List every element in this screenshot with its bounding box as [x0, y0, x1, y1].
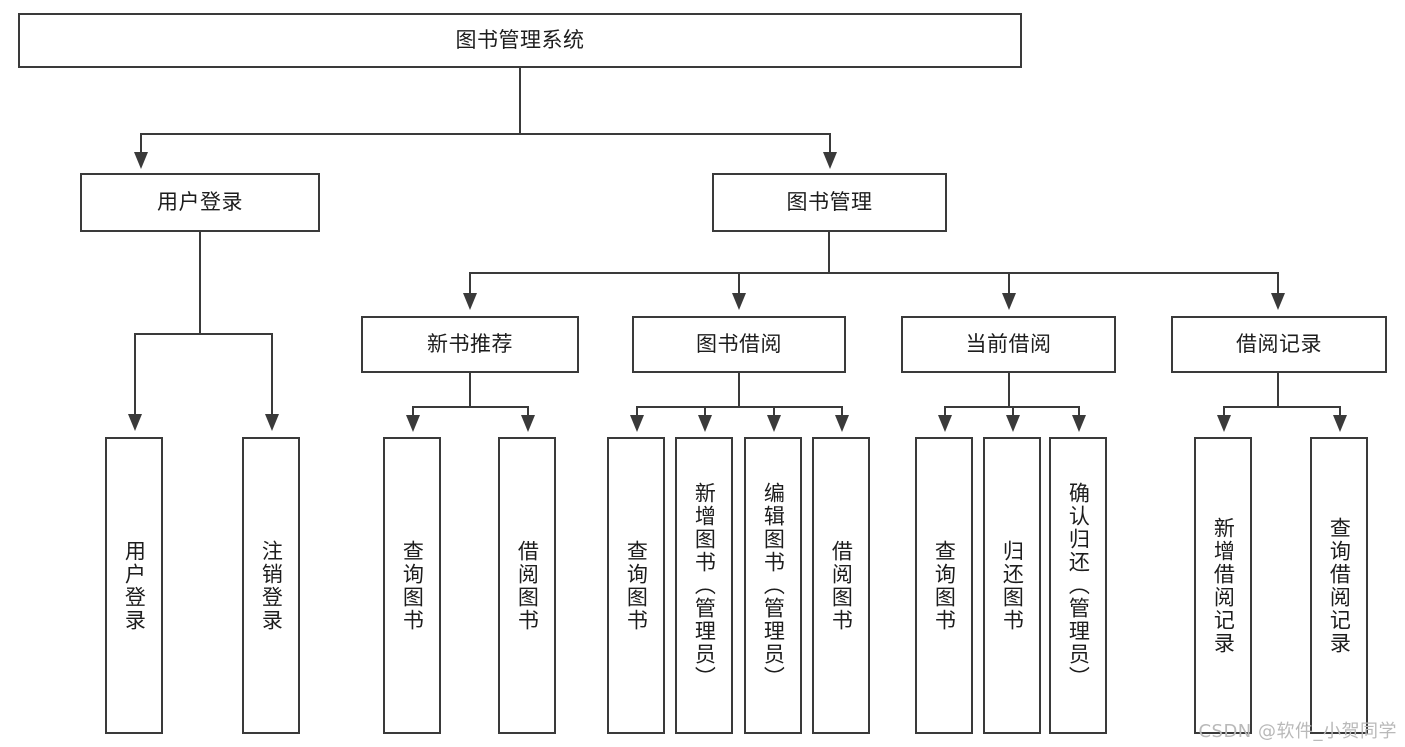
- connector-bb-leaf3-drop: [773, 406, 775, 418]
- arrow-to-borrow-record: [1271, 293, 1285, 310]
- connector-user-login-leaf1-drop: [134, 333, 136, 417]
- node-leaf-borrow-book-2[interactable]: 借阅图书: [812, 437, 870, 734]
- connector-cb-leaf2-drop: [1012, 406, 1014, 418]
- connector-bm-child1-drop: [469, 272, 471, 296]
- node-leaf-logout-login-label: 注销登录: [259, 539, 284, 632]
- node-leaf-confirm-return[interactable]: 确认归还（管理员）: [1049, 437, 1107, 734]
- connector-book-manage-bus: [469, 272, 1279, 274]
- node-root-system-label: 图书管理系统: [455, 28, 585, 53]
- node-current-borrow-label: 当前借阅: [965, 332, 1052, 357]
- connector-bb-leaf1-drop: [636, 406, 638, 418]
- arrow-to-book-manage: [823, 152, 837, 169]
- connector-user-login-leaf2-drop: [271, 333, 273, 417]
- node-borrow-record[interactable]: 借阅记录: [1171, 316, 1387, 373]
- node-leaf-query-record[interactable]: 查询借阅记录: [1310, 437, 1368, 734]
- node-leaf-add-book[interactable]: 新增图书（管理员）: [675, 437, 733, 734]
- arrow-to-leaf-add-record: [1217, 415, 1231, 432]
- node-leaf-query-book-3-label: 查询图书: [932, 539, 957, 632]
- connector-br-leaf1-drop: [1223, 406, 1225, 418]
- connector-bb-bus: [636, 406, 842, 408]
- arrow-to-leaf-borrow-book-2: [835, 415, 849, 432]
- connector-br-stem: [1277, 373, 1279, 407]
- node-new-book-recommend-label: 新书推荐: [427, 332, 513, 357]
- connector-cb-leaf1-drop: [944, 406, 946, 418]
- connector-bb-leaf4-drop: [841, 406, 843, 418]
- node-book-borrow[interactable]: 图书借阅: [632, 316, 846, 373]
- node-user-login-label: 用户登录: [157, 190, 243, 215]
- arrow-to-new-book-recommend: [463, 293, 477, 310]
- connector-cb-leaf3-drop: [1078, 406, 1080, 418]
- node-leaf-query-book-3[interactable]: 查询图书: [915, 437, 973, 734]
- connector-bm-child2-drop: [738, 272, 740, 296]
- arrow-to-leaf-return-book: [1006, 415, 1020, 432]
- node-book-borrow-label: 图书借阅: [696, 332, 782, 357]
- node-borrow-record-label: 借阅记录: [1236, 332, 1322, 357]
- connector-bb-leaf2-drop: [704, 406, 706, 418]
- node-leaf-logout-login[interactable]: 注销登录: [242, 437, 300, 734]
- arrow-to-leaf-add-book: [698, 415, 712, 432]
- node-leaf-query-record-label: 查询借阅记录: [1327, 516, 1352, 655]
- node-leaf-confirm-return-label: 确认归还（管理员）: [1066, 482, 1091, 689]
- connector-user-login-stem: [199, 232, 201, 334]
- connector-bb-stem: [738, 373, 740, 407]
- node-leaf-add-record-label: 新增借阅记录: [1211, 516, 1236, 655]
- node-leaf-query-book-2[interactable]: 查询图书: [607, 437, 665, 734]
- arrow-to-book-borrow: [732, 293, 746, 310]
- node-leaf-edit-book-label: 编辑图书（管理员）: [761, 482, 786, 689]
- connector-nbr-stem: [469, 373, 471, 407]
- connector-nbr-bus: [412, 406, 528, 408]
- node-leaf-borrow-book-2-label: 借阅图书: [829, 539, 854, 632]
- node-leaf-add-book-label: 新增图书（管理员）: [692, 482, 717, 689]
- connector-cb-bus: [944, 406, 1079, 408]
- csdn-watermark: CSDN @软件_小贺同学: [1198, 721, 1397, 742]
- node-user-login[interactable]: 用户登录: [80, 173, 320, 232]
- node-leaf-query-book-2-label: 查询图书: [624, 539, 649, 632]
- connector-bm-child4-drop: [1277, 272, 1279, 296]
- node-leaf-edit-book[interactable]: 编辑图书（管理员）: [744, 437, 802, 734]
- node-leaf-add-record[interactable]: 新增借阅记录: [1194, 437, 1252, 734]
- node-leaf-return-book-label: 归还图书: [1000, 539, 1025, 632]
- connector-root-bus-right-drop: [829, 133, 831, 155]
- node-book-manage-label: 图书管理: [786, 190, 873, 215]
- node-leaf-user-login[interactable]: 用户登录: [105, 437, 163, 734]
- arrow-to-leaf-borrow-book-1: [521, 415, 535, 432]
- connector-cb-stem: [1008, 373, 1010, 407]
- connector-user-login-bus: [134, 333, 272, 335]
- connector-nbr-leaf2-drop: [527, 406, 529, 418]
- connector-root-stem: [519, 68, 521, 134]
- node-leaf-query-book-1[interactable]: 查询图书: [383, 437, 441, 734]
- arrow-to-leaf-query-record: [1333, 415, 1347, 432]
- connector-br-leaf2-drop: [1339, 406, 1341, 418]
- connector-root-bus: [140, 133, 830, 135]
- arrow-to-leaf-query-book-1: [406, 415, 420, 432]
- node-leaf-return-book[interactable]: 归还图书: [983, 437, 1041, 734]
- node-root-system[interactable]: 图书管理系统: [18, 13, 1022, 68]
- node-book-manage[interactable]: 图书管理: [712, 173, 947, 232]
- node-leaf-borrow-book-1-label: 借阅图书: [515, 539, 540, 632]
- arrow-to-current-borrow: [1002, 293, 1016, 310]
- connector-br-bus: [1223, 406, 1340, 408]
- arrow-to-leaf-query-book-3: [938, 415, 952, 432]
- connector-root-bus-left-drop: [140, 133, 142, 155]
- node-current-borrow[interactable]: 当前借阅: [901, 316, 1116, 373]
- arrow-to-leaf-logout-login: [265, 414, 279, 431]
- connector-book-manage-stem: [828, 232, 830, 273]
- arrow-to-user-login: [134, 152, 148, 169]
- node-leaf-query-book-1-label: 查询图书: [400, 539, 425, 632]
- arrow-to-leaf-query-book-2: [630, 415, 644, 432]
- node-leaf-user-login-label: 用户登录: [122, 539, 147, 632]
- connector-nbr-leaf1-drop: [412, 406, 414, 418]
- node-leaf-borrow-book-1[interactable]: 借阅图书: [498, 437, 556, 734]
- connector-bm-child3-drop: [1008, 272, 1010, 296]
- arrow-to-leaf-edit-book: [767, 415, 781, 432]
- arrow-to-leaf-user-login: [128, 414, 142, 431]
- arrow-to-leaf-confirm-return: [1072, 415, 1086, 432]
- node-new-book-recommend[interactable]: 新书推荐: [361, 316, 579, 373]
